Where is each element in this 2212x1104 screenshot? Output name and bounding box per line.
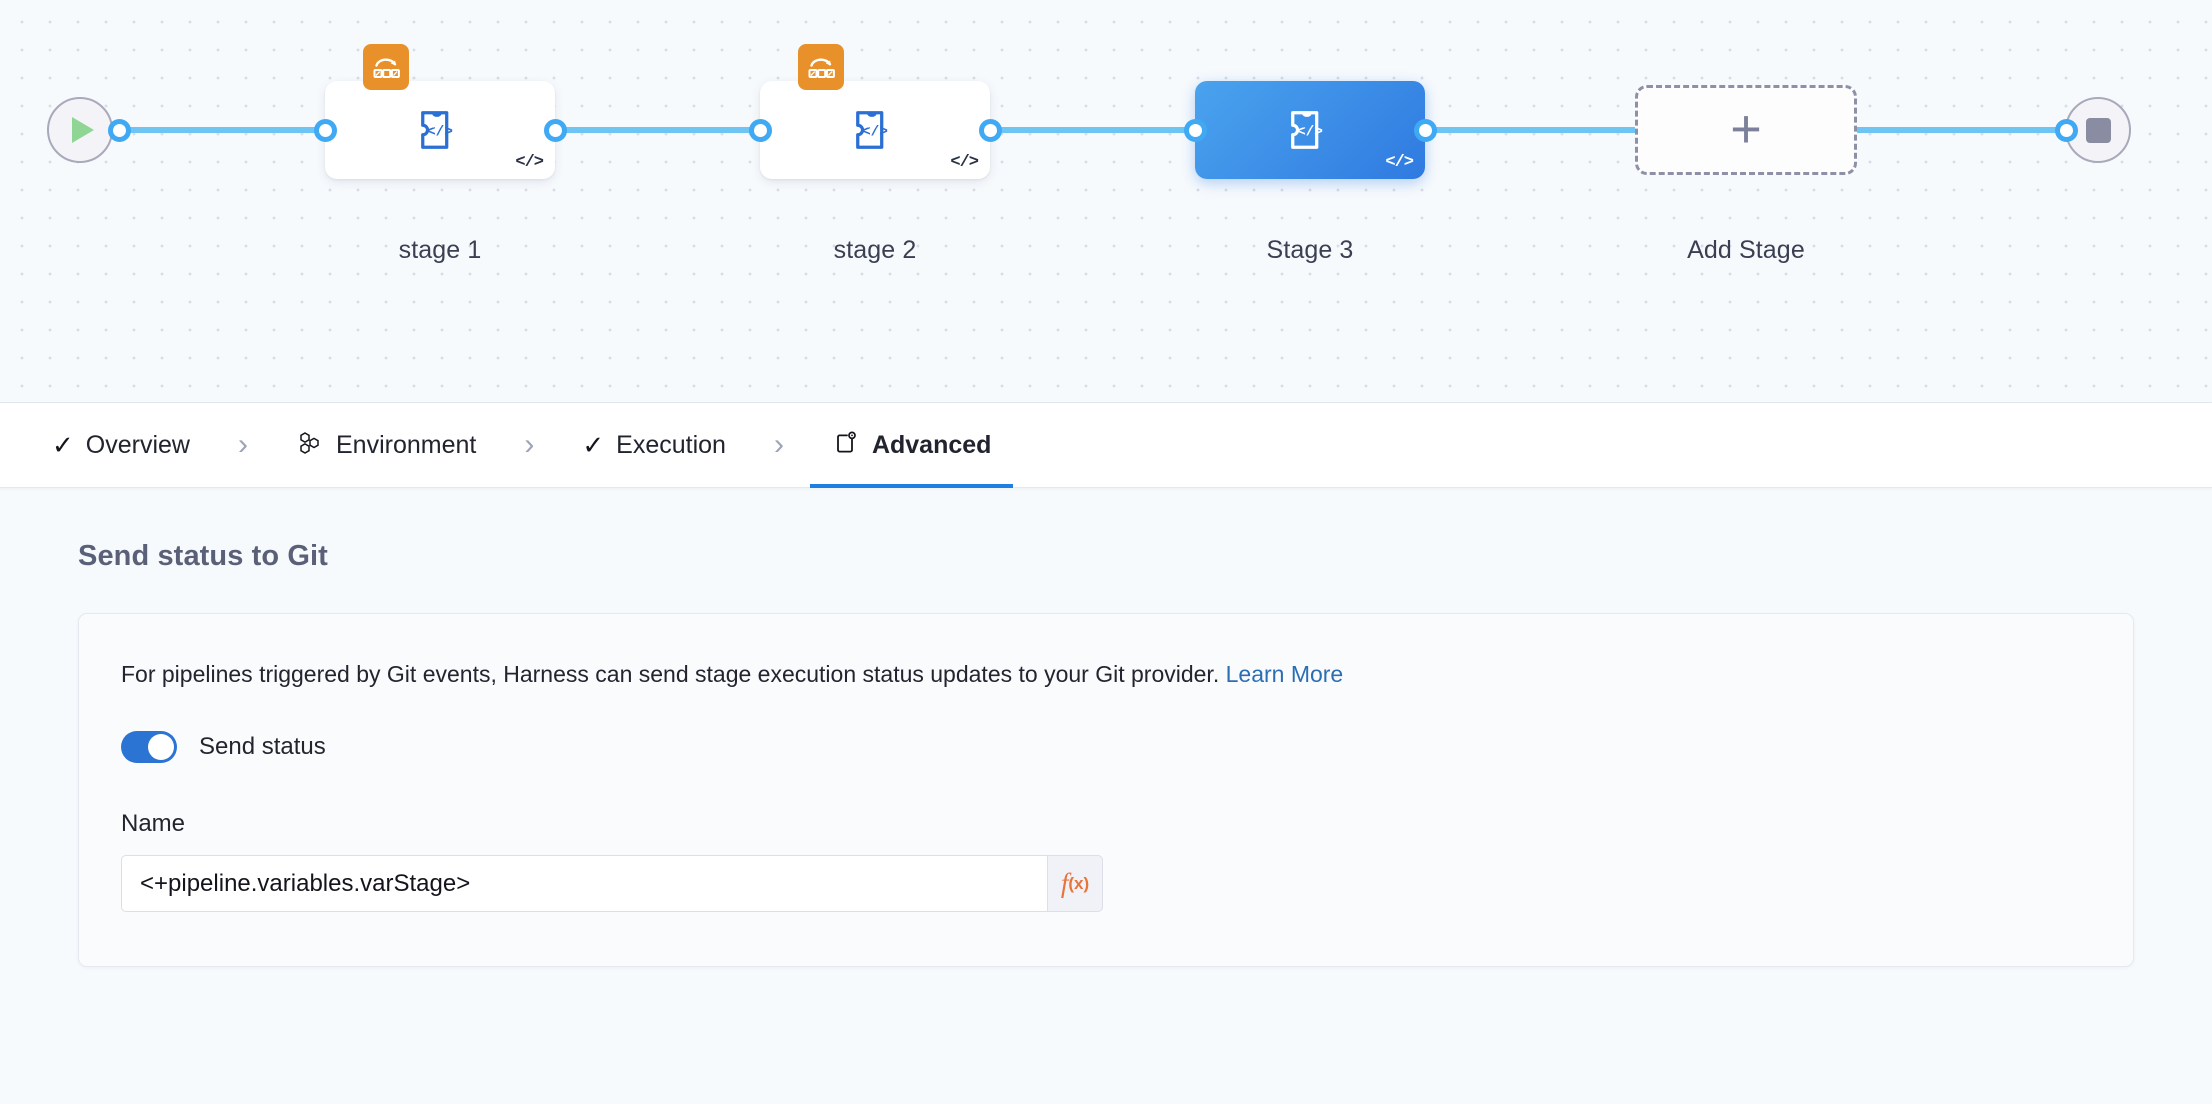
add-stage-label: Add Stage <box>1687 236 1805 264</box>
advanced-tab-content: Send status to Git For pipelines trigger… <box>0 488 2212 1104</box>
fx-sub-label: (x) <box>1068 873 1090 893</box>
tab-advanced-label: Advanced <box>871 430 992 459</box>
looping-strategy-icon[interactable] <box>363 44 409 90</box>
port-stage-1-out[interactable] <box>544 119 567 142</box>
svg-text:</>: </> <box>1297 125 1323 141</box>
custom-stage-puzzle-icon: </> <box>421 111 453 149</box>
stop-icon <box>2085 117 2111 143</box>
svg-text:</>: </> <box>862 125 888 141</box>
check-icon: ✓ <box>52 430 74 460</box>
tab-overview-label: Overview <box>85 430 190 459</box>
pipeline-connector-rail <box>118 127 2094 133</box>
port-stage-3-in[interactable] <box>1184 119 1207 142</box>
custom-stage-puzzle-icon: </> <box>1291 111 1323 149</box>
stage-code-indicator: </> <box>1385 153 1414 172</box>
stage-code-indicator: </> <box>950 153 979 172</box>
tab-environment-label: Environment <box>335 430 477 459</box>
send-status-toggle-label: Send status <box>199 733 326 761</box>
panel-description: For pipelines triggered by Git events, H… <box>121 658 2091 691</box>
stage-label-3: Stage 3 <box>1266 236 1354 264</box>
tab-advanced[interactable]: Advanced <box>809 403 1014 488</box>
tab-execution[interactable]: ✓ Execution <box>560 403 748 487</box>
add-stage-button[interactable]: + <box>1635 85 1857 175</box>
stage-node-1[interactable]: </> </> <box>325 44 555 179</box>
port-stage-1-in[interactable] <box>314 119 337 142</box>
stage-node-3[interactable]: </> </> <box>1195 81 1425 179</box>
expression-fx-button[interactable]: f(x) <box>1047 855 1103 913</box>
name-input[interactable] <box>121 855 1047 913</box>
stage-label-1: stage 1 <box>398 236 482 264</box>
send-status-toggle-row: Send status <box>121 731 2091 764</box>
pipeline-node-row: </> </> stage 1 </> <box>0 0 2212 402</box>
port-stage-2-out[interactable] <box>979 119 1002 142</box>
name-field-group: f(x) <box>121 855 1103 913</box>
port-end-in[interactable] <box>2055 119 2078 142</box>
pipeline-canvas[interactable]: </> </> stage 1 </> <box>0 0 2212 403</box>
send-status-to-git-panel: For pipelines triggered by Git events, H… <box>78 613 2134 968</box>
breadcrumb-chevron-icon: › <box>237 428 248 461</box>
name-field-label: Name <box>121 810 186 838</box>
infrastructure-icon <box>296 429 324 462</box>
custom-stage-puzzle-icon: </> <box>856 111 888 149</box>
plus-icon: + <box>1730 99 1762 160</box>
panel-description-text: For pipelines triggered by Git events, H… <box>121 661 1226 687</box>
play-icon <box>72 117 94 143</box>
stage-node-2[interactable]: </> </> <box>760 44 990 179</box>
port-stage-2-in[interactable] <box>749 119 772 142</box>
tab-execution-label: Execution <box>616 430 726 459</box>
learn-more-link[interactable]: Learn More <box>1225 661 1344 687</box>
page-title: Send status to Git <box>78 540 328 572</box>
fx-label: f <box>1060 868 1069 899</box>
breadcrumb-chevron-icon: › <box>524 428 535 461</box>
stage-label-2: stage 2 <box>833 236 917 264</box>
pipeline-start-node[interactable] <box>47 97 113 163</box>
tab-environment[interactable]: Environment <box>274 403 498 487</box>
looping-strategy-icon[interactable] <box>798 44 844 90</box>
port-start-out[interactable] <box>108 119 131 142</box>
check-icon: ✓ <box>582 430 605 460</box>
breadcrumb-chevron-icon: › <box>773 428 784 461</box>
port-stage-3-out[interactable] <box>1414 119 1437 142</box>
svg-text:</>: </> <box>427 125 453 141</box>
advanced-gear-card-icon <box>832 429 860 462</box>
stage-code-indicator: </> <box>515 153 544 172</box>
stage-setup-tabbar[interactable]: ✓ Overview › Environment › ✓ Execution ›… <box>0 403 2212 488</box>
send-status-toggle[interactable] <box>121 731 177 764</box>
tab-overview[interactable]: ✓ Overview <box>30 403 212 487</box>
toggle-knob <box>148 734 174 761</box>
